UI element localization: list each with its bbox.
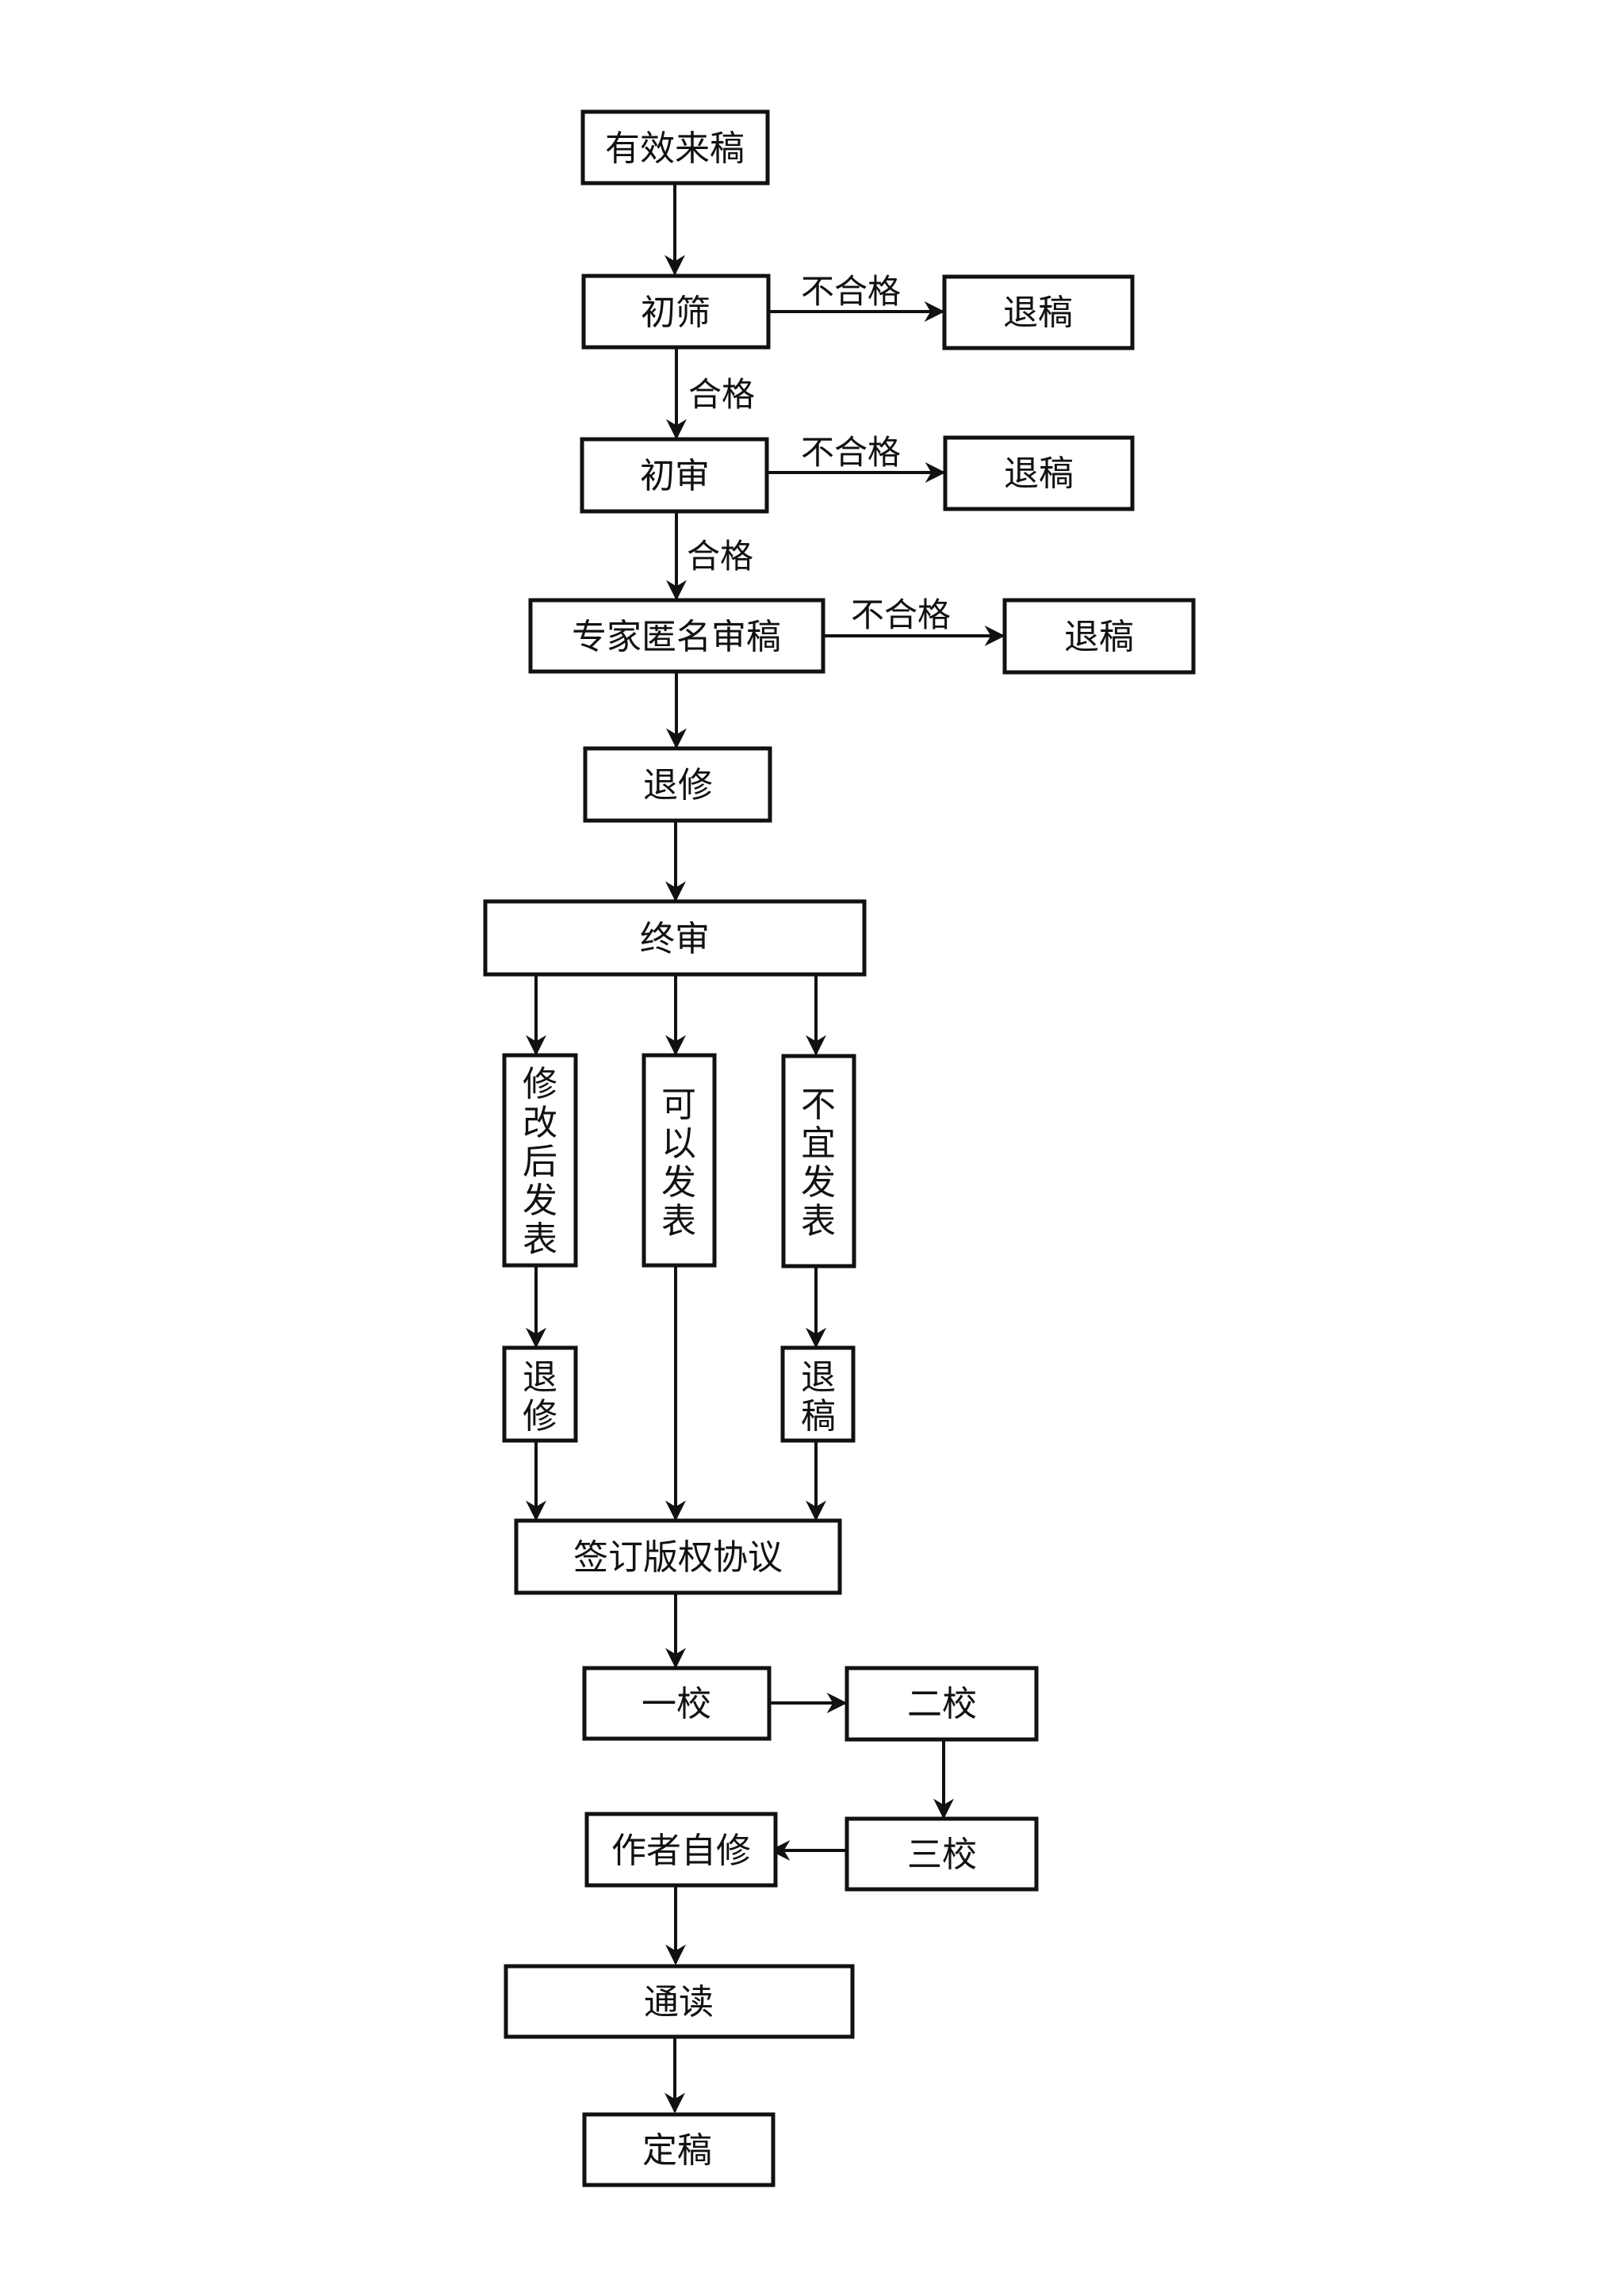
node-copyright-agreement[interactable]: 签订版权协议: [514, 1518, 842, 1595]
node-revise-1[interactable]: 退修: [583, 746, 772, 823]
node-reject-3[interactable]: 退稿: [1002, 598, 1196, 675]
node-reject-1[interactable]: 退稿: [942, 274, 1135, 350]
node-reject-3-label: 退稿: [1064, 617, 1134, 657]
edge-labels: 不合格 合格 不合格 合格 不合格: [687, 272, 951, 634]
node-proof-3[interactable]: 三校: [845, 1816, 1039, 1892]
label-char: 发: [801, 1162, 836, 1203]
label-char: 可: [661, 1085, 696, 1125]
node-reject-2[interactable]: 退稿: [943, 435, 1135, 511]
label-char: 修: [523, 1396, 557, 1437]
label-char: 退: [523, 1357, 557, 1398]
node-proof-1[interactable]: 一校: [582, 1666, 772, 1741]
node-reject-4[interactable]: 退稿: [780, 1345, 856, 1443]
node-not-publishable-label: 不宜发表: [801, 1085, 836, 1242]
node-proof-1-label: 一校: [642, 1684, 711, 1724]
node-revise-2[interactable]: 退修: [502, 1345, 578, 1443]
node-proof-2[interactable]: 二校: [845, 1666, 1039, 1742]
node-final-review-label: 终审: [640, 919, 710, 959]
node-final-review[interactable]: 终审: [483, 899, 867, 977]
node-reject-1-label: 退稿: [1003, 293, 1073, 333]
label-char: 稿: [801, 1396, 836, 1437]
label-char: 表: [661, 1201, 696, 1242]
node-revise-2-label: 退修: [523, 1357, 557, 1437]
label-char: 发: [523, 1181, 557, 1221]
edge-label-fail-1: 不合格: [801, 272, 901, 311]
label-char: 退: [801, 1357, 836, 1398]
node-publishable[interactable]: 可以发表: [642, 1053, 717, 1268]
node-revise-1-label: 退修: [643, 765, 713, 806]
label-char: 不: [801, 1085, 836, 1125]
edge-label-pass-2: 合格: [687, 537, 753, 576]
node-proof-2-label: 二校: [907, 1684, 977, 1724]
label-char: 表: [801, 1201, 836, 1242]
node-reject-4-label: 退稿: [801, 1357, 836, 1437]
node-preliminary-review-label: 初审: [640, 456, 710, 496]
edge-label-pass-1: 合格: [688, 375, 755, 414]
nodes: 有效来稿 初筛 退稿 初审 退稿 专家匿名审稿 退稿 退修: [483, 109, 1196, 2187]
node-read-through-label: 通读: [644, 1982, 714, 2022]
label-char: 改: [523, 1103, 557, 1143]
node-received[interactable]: 有效来稿: [580, 109, 770, 186]
node-not-publishable[interactable]: 不宜发表: [781, 1054, 856, 1269]
label-char: 表: [523, 1219, 557, 1260]
node-proof-3-label: 三校: [907, 1835, 977, 1875]
label-char: 宜: [801, 1123, 836, 1164]
node-author-revision-label: 作者自修: [611, 1831, 751, 1871]
node-screening-label: 初筛: [641, 293, 710, 333]
node-copyright-agreement-label: 签订版权协议: [573, 1537, 783, 1578]
node-expert-review-label: 专家匿名审稿: [572, 617, 781, 657]
node-author-revision[interactable]: 作者自修: [584, 1812, 778, 1888]
node-finalized[interactable]: 定稿: [582, 2112, 776, 2187]
label-char: 后: [523, 1142, 557, 1182]
node-publish-after-revision[interactable]: 修改后发表: [502, 1053, 578, 1268]
node-publishable-label: 可以发表: [661, 1085, 696, 1242]
edge-label-fail-3: 不合格: [851, 595, 951, 634]
node-read-through[interactable]: 通读: [504, 1964, 855, 2039]
label-char: 修: [523, 1064, 557, 1104]
node-expert-review[interactable]: 专家匿名审稿: [528, 598, 825, 674]
node-finalized-label: 定稿: [642, 2130, 712, 2171]
node-reject-2-label: 退稿: [1004, 453, 1074, 494]
node-received-label: 有效来稿: [605, 128, 745, 169]
label-char: 发: [661, 1162, 696, 1203]
label-char: 以: [661, 1123, 696, 1164]
edge-label-fail-2: 不合格: [801, 433, 901, 472]
edges: [526, 183, 1005, 2114]
node-screening[interactable]: 初筛: [581, 274, 771, 350]
node-preliminary-review[interactable]: 初审: [580, 437, 769, 514]
node-publish-after-revision-label: 修改后发表: [523, 1064, 557, 1260]
